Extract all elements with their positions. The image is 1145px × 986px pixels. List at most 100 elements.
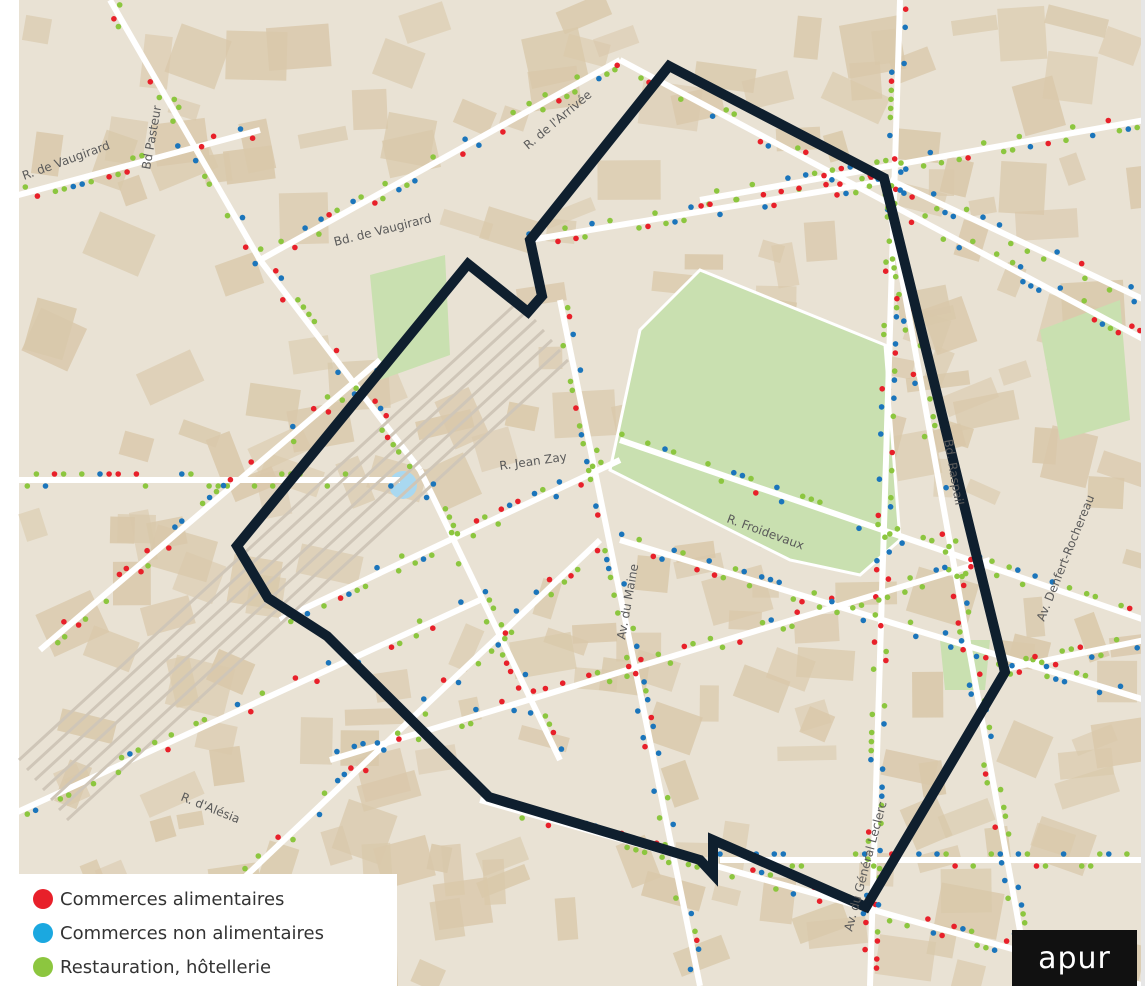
shop-dot [278,238,284,245]
shop-dot [55,639,61,646]
shop-dot [773,886,779,892]
shop-dot [1116,127,1123,134]
shop-dot [567,378,574,385]
building-block [597,160,661,200]
shop-dot [115,171,121,178]
shop-dot [179,471,185,477]
shop-dot [878,820,884,827]
shop-dot [548,591,554,598]
shop-dot [927,396,933,402]
building-block [222,145,276,185]
shop-dot [879,793,885,799]
shop-dot [1005,831,1012,837]
shop-dot [817,499,823,506]
shop-dot [605,565,612,572]
shop-dot [422,711,429,717]
building-block [109,516,135,544]
shop-dot [82,616,89,622]
legend-label: Commerces alimentaires [60,888,285,910]
shop-dot [278,275,285,281]
shop-dot [467,720,474,727]
building-block [741,70,795,111]
building-block [225,30,288,81]
legend-item-nonfood: Commerces non alimentaires [33,920,324,946]
building-block [758,239,786,264]
shop-dot [816,898,823,904]
shop-dot [390,441,397,448]
shop-dot [1097,851,1103,857]
shop-dot [698,203,704,209]
shop-dot [420,556,427,562]
building-block [1096,450,1145,490]
shop-dot [275,834,281,840]
shop-dot [719,644,726,651]
shop-dot [741,568,747,575]
shop-dot [952,863,958,869]
shop-dot [459,723,465,730]
shop-dot [821,172,827,179]
street [278,457,622,623]
shop-dot [881,703,888,709]
shop-dot [507,668,514,675]
shop-dot [991,947,998,953]
shop-dot [354,587,361,594]
shop-dot [774,484,780,491]
building-block [118,430,155,463]
building-block [885,356,915,380]
shop-dot [746,582,753,589]
shop-dot [1077,644,1084,650]
shop-dot [883,657,889,664]
building-block [996,720,1054,779]
building-block [214,252,265,297]
building-block [1044,4,1110,39]
shop-dot [901,318,907,324]
shop-dot [351,743,358,750]
building-block [820,71,891,125]
shop-dot [887,114,894,121]
shop-dot [321,603,327,609]
building-block [22,297,77,361]
shop-dot [670,449,677,455]
building-block [452,98,497,137]
building-block [939,156,974,198]
shop-dot [1134,645,1140,651]
shop-dot [454,530,461,537]
street [329,557,991,763]
shop-dot [1126,605,1133,612]
shop-dot [290,836,296,843]
shop-dot [656,815,663,821]
shop-dot [685,861,692,868]
shop-dot [939,932,945,939]
shop-dot [388,483,394,489]
shop-dot [897,187,903,193]
shop-dot [965,609,972,615]
shop-dot [413,633,420,639]
shop-dot [151,739,158,746]
shop-dot [883,259,889,265]
shop-dot [890,413,897,420]
shop-dot [968,563,974,570]
shop-dot [596,75,602,82]
shop-dot [586,672,592,679]
shop-dot [566,313,573,320]
apur-logo: apur [1012,930,1137,986]
shop-dot [1043,663,1050,670]
shop-dot [1003,938,1010,944]
shop-dot [239,214,246,221]
building-block [997,5,1048,62]
shop-dot [412,178,418,184]
shop-dot [920,534,926,541]
shop-dot [540,486,546,493]
shop-dot [966,682,973,688]
building-block [571,622,618,644]
shop-dot [893,304,900,311]
shop-dot [811,170,818,177]
shop-dot [624,844,630,851]
shop-dot [1057,285,1064,291]
shop-dot [837,181,843,187]
shop-dot [1042,863,1049,869]
shop-dot [986,724,993,731]
shop-dot [802,172,809,178]
shop-dot [606,678,613,685]
